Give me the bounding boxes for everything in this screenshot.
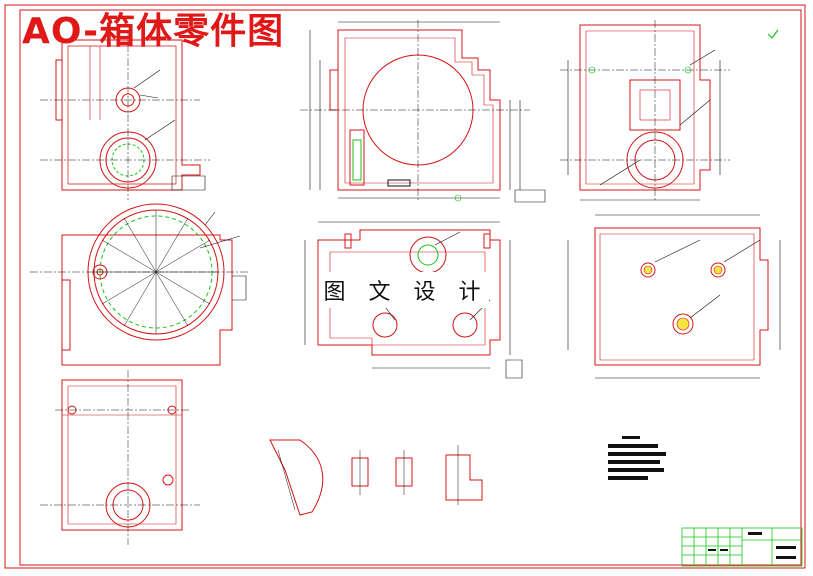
view-plan	[594, 227, 769, 366]
inner-border	[19, 9, 802, 566]
view-flange-dims	[30, 211, 250, 301]
revision-check-mark	[767, 29, 779, 39]
view-side-elevation-dims	[133, 69, 206, 191]
view-front-section-centerlines	[300, 20, 530, 200]
drawing-title-overlay: AO-箱体零件图	[22, 11, 285, 52]
detail-view-b-dims	[359, 445, 459, 505]
title-block-text-marks	[708, 532, 796, 559]
view-bottom-centerlines	[40, 370, 200, 545]
view-flange	[61, 203, 233, 366]
outer-border	[4, 4, 806, 569]
technical-notes	[608, 436, 666, 480]
view-top-dims	[567, 49, 721, 201]
view-plan-highlights	[643, 265, 723, 331]
detail-view-a	[269, 439, 324, 516]
view-plan-dims	[567, 214, 781, 379]
view-top	[579, 24, 711, 191]
watermark-label: 图 文 设 计	[323, 272, 489, 308]
detail-view-b	[351, 454, 483, 501]
view-side-elevation-centerlines	[40, 30, 210, 200]
view-bottom	[61, 379, 183, 531]
view-top-centerlines	[560, 20, 730, 200]
view-front-section-dims	[309, 21, 546, 203]
title-block	[681, 527, 803, 567]
